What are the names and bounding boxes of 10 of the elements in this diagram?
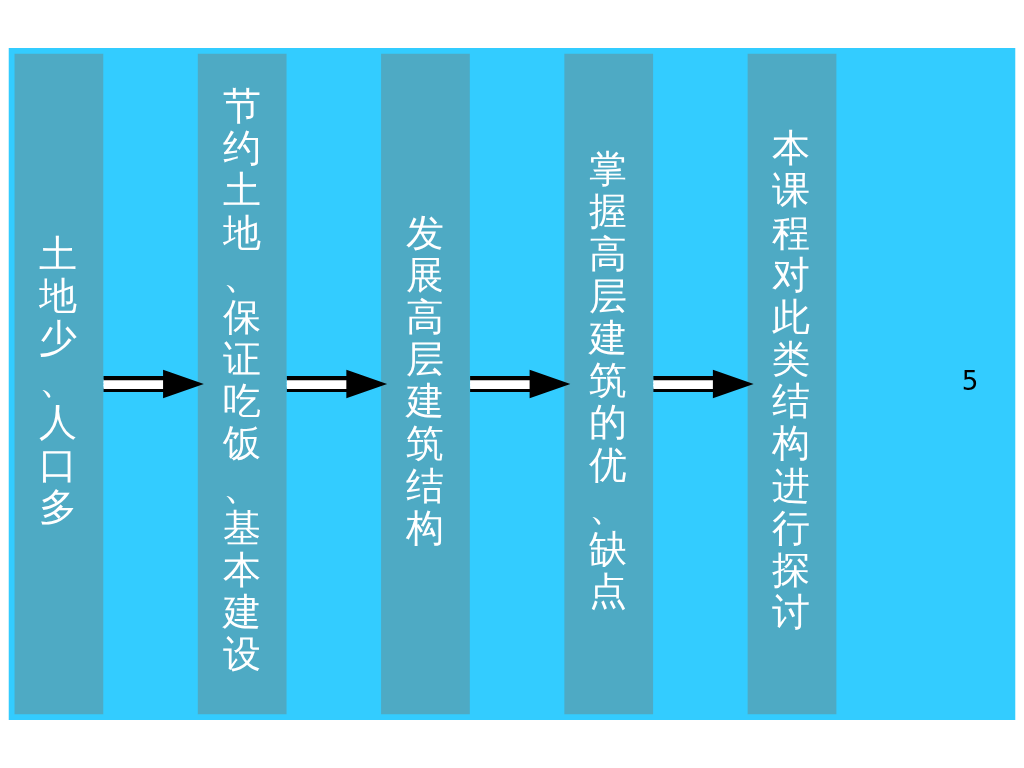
node-box: 掌握高层建筑的优、缺点 <box>564 53 654 715</box>
arrow <box>286 369 388 399</box>
node-box: 土地少、人口多 <box>14 53 104 715</box>
node-box: 发展高层建筑结构 <box>381 53 470 715</box>
node-box: 本课程对此类结构进行探讨 <box>747 53 837 715</box>
arrow <box>103 369 204 399</box>
node-box: 节约土地、保证吃饭、基本建设 <box>197 53 287 715</box>
arrow <box>653 369 754 399</box>
arrow <box>470 369 571 399</box>
label: 5 <box>961 366 979 397</box>
